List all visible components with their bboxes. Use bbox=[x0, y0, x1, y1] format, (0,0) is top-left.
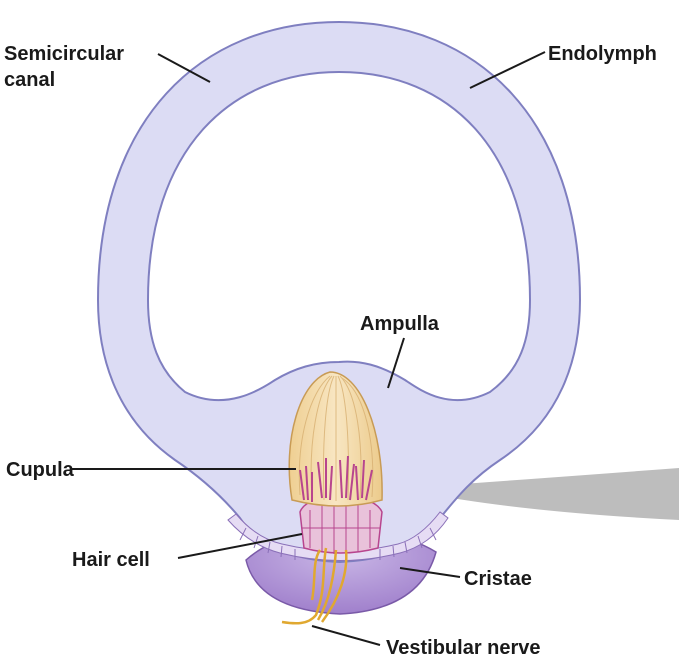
label-ampulla: Ampulla bbox=[360, 313, 440, 335]
label-vestibular-nerve: Vestibular nerve bbox=[386, 637, 541, 659]
label-cupula: Cupula bbox=[6, 459, 75, 481]
label-endolymph: Endolymph bbox=[548, 43, 657, 65]
label-semicircular-canal-line2: canal bbox=[4, 69, 55, 91]
label-cristae: Cristae bbox=[464, 568, 532, 590]
label-hair-cell: Hair cell bbox=[72, 549, 150, 571]
label-semicircular-canal-line1: Semicircular bbox=[4, 43, 124, 65]
